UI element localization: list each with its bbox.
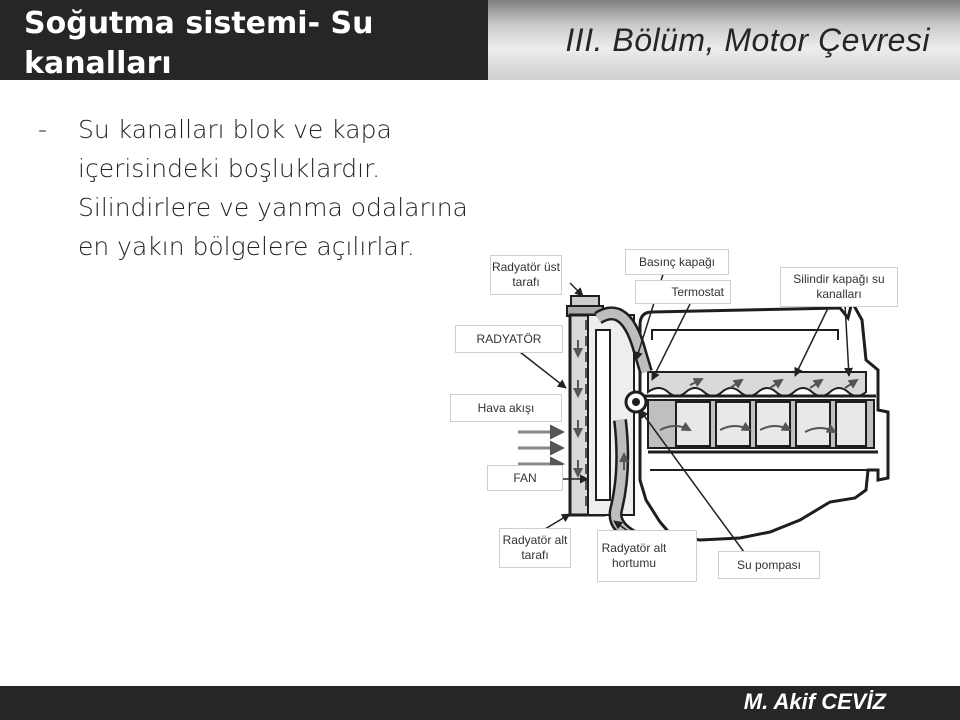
label-thermostat: Termostat	[635, 280, 731, 304]
body-paragraph: - Su kanalları blok ve kapa içerisindeki…	[38, 110, 488, 266]
footer-bar: M. Akif CEVİZ	[0, 686, 960, 720]
label-pressure-cap: Basınç kapağı	[625, 249, 729, 275]
engine-flow-arrows	[659, 378, 859, 433]
label-radiator-top: Radyatör üst tarafı	[490, 255, 562, 295]
label-radiator: RADYATÖR	[455, 325, 563, 353]
label-fan: FAN	[487, 465, 563, 491]
paragraph-text: Su kanalları blok ve kapa içerisindeki b…	[78, 115, 468, 261]
engine-block	[638, 297, 890, 542]
label-head-channels: Silindir kapağı su kanalları	[780, 267, 898, 307]
label-bottom-hose: Radyatör alt hortumu	[597, 530, 697, 582]
label-airflow: Hava akışı	[450, 394, 562, 422]
footer-author: M. Akif CEVİZ	[743, 689, 886, 714]
bullet-dash: -	[38, 115, 48, 144]
label-water-pump: Su pompası	[718, 551, 820, 579]
radiator-flow-arrows	[573, 340, 629, 478]
label-radiator-bottom: Radyatör alt tarafı	[499, 528, 571, 568]
title-bar: Soğutma sistemi- Su kanalları	[0, 0, 488, 81]
chapter-bar: III. Bölüm, Motor Çevresi	[488, 0, 960, 80]
chapter-title: III. Bölüm, Motor Çevresi	[565, 22, 930, 58]
slide-title: Soğutma sistemi- Su kanalları	[24, 6, 374, 81]
air-flow-arrows	[518, 424, 565, 472]
